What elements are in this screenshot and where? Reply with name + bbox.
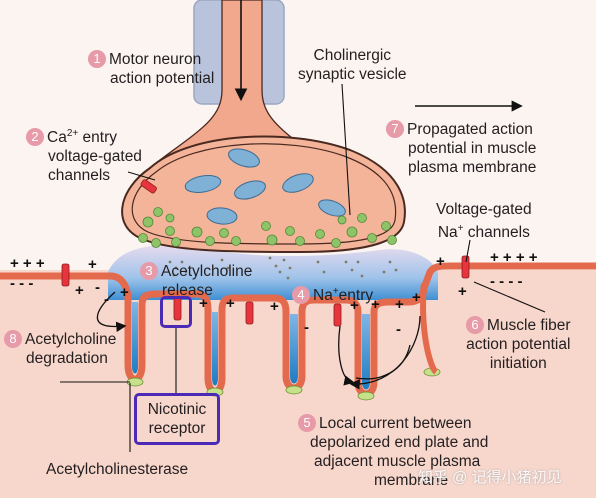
synaptic-vesicles bbox=[138, 207, 397, 248]
mitochondria bbox=[184, 148, 346, 225]
step-badge: 4 bbox=[292, 286, 310, 305]
junctional-folds bbox=[132, 302, 370, 390]
charge-plus: + bbox=[120, 284, 129, 301]
acetylcholine-molecules bbox=[168, 256, 398, 280]
step-badge: 6 bbox=[466, 316, 484, 334]
nicotinic-receptor-highlight bbox=[160, 296, 192, 328]
charge-plus: + bbox=[412, 289, 421, 306]
step-badge: 2 bbox=[26, 128, 44, 147]
charge-plus: + bbox=[75, 282, 84, 299]
membrane-channels bbox=[61, 255, 470, 327]
muscle-plasma-membrane bbox=[0, 262, 596, 398]
charge-minus: - bbox=[304, 319, 309, 336]
nicotinic-receptor-box bbox=[134, 393, 220, 445]
charge-minus: - bbox=[95, 279, 100, 296]
charge-plus: + bbox=[458, 283, 467, 300]
charge-minus: - - - bbox=[10, 275, 34, 292]
motor-neuron-axon bbox=[158, 0, 322, 161]
synaptic-cleft bbox=[108, 245, 438, 300]
step-badge: 3 bbox=[140, 262, 158, 280]
leader-lines bbox=[60, 83, 546, 452]
watermark: 知乎 @ 记得小猪初见 bbox=[418, 469, 562, 486]
charge-plus: + bbox=[395, 296, 404, 313]
charge-plus: + + + + bbox=[490, 249, 538, 266]
charge-plus: + bbox=[226, 295, 235, 312]
charge-plus: + bbox=[88, 256, 97, 273]
charge-plus: + bbox=[436, 253, 445, 270]
charge-plus: + bbox=[199, 295, 208, 312]
step-badge: 5 bbox=[298, 414, 316, 432]
charge-minus: - bbox=[396, 321, 401, 338]
charge-plus: + bbox=[371, 296, 380, 313]
charge-minus: - bbox=[104, 291, 109, 308]
charge-minus: - - - - bbox=[490, 273, 523, 290]
label-acetylcholinesterase: Acetylcholinesterase bbox=[46, 461, 189, 478]
charge-plus: + + + bbox=[10, 255, 45, 272]
ca-channel bbox=[140, 179, 157, 194]
step-badge: 8 bbox=[4, 330, 22, 348]
step-badge: 7 bbox=[386, 120, 404, 138]
label-na-channels: Voltage-gated Na+ channels bbox=[436, 201, 532, 242]
local-current-arrows bbox=[96, 291, 421, 390]
charge-plus: + bbox=[270, 298, 279, 315]
step-badge: 1 bbox=[88, 50, 106, 68]
charge-plus: + bbox=[350, 297, 359, 314]
